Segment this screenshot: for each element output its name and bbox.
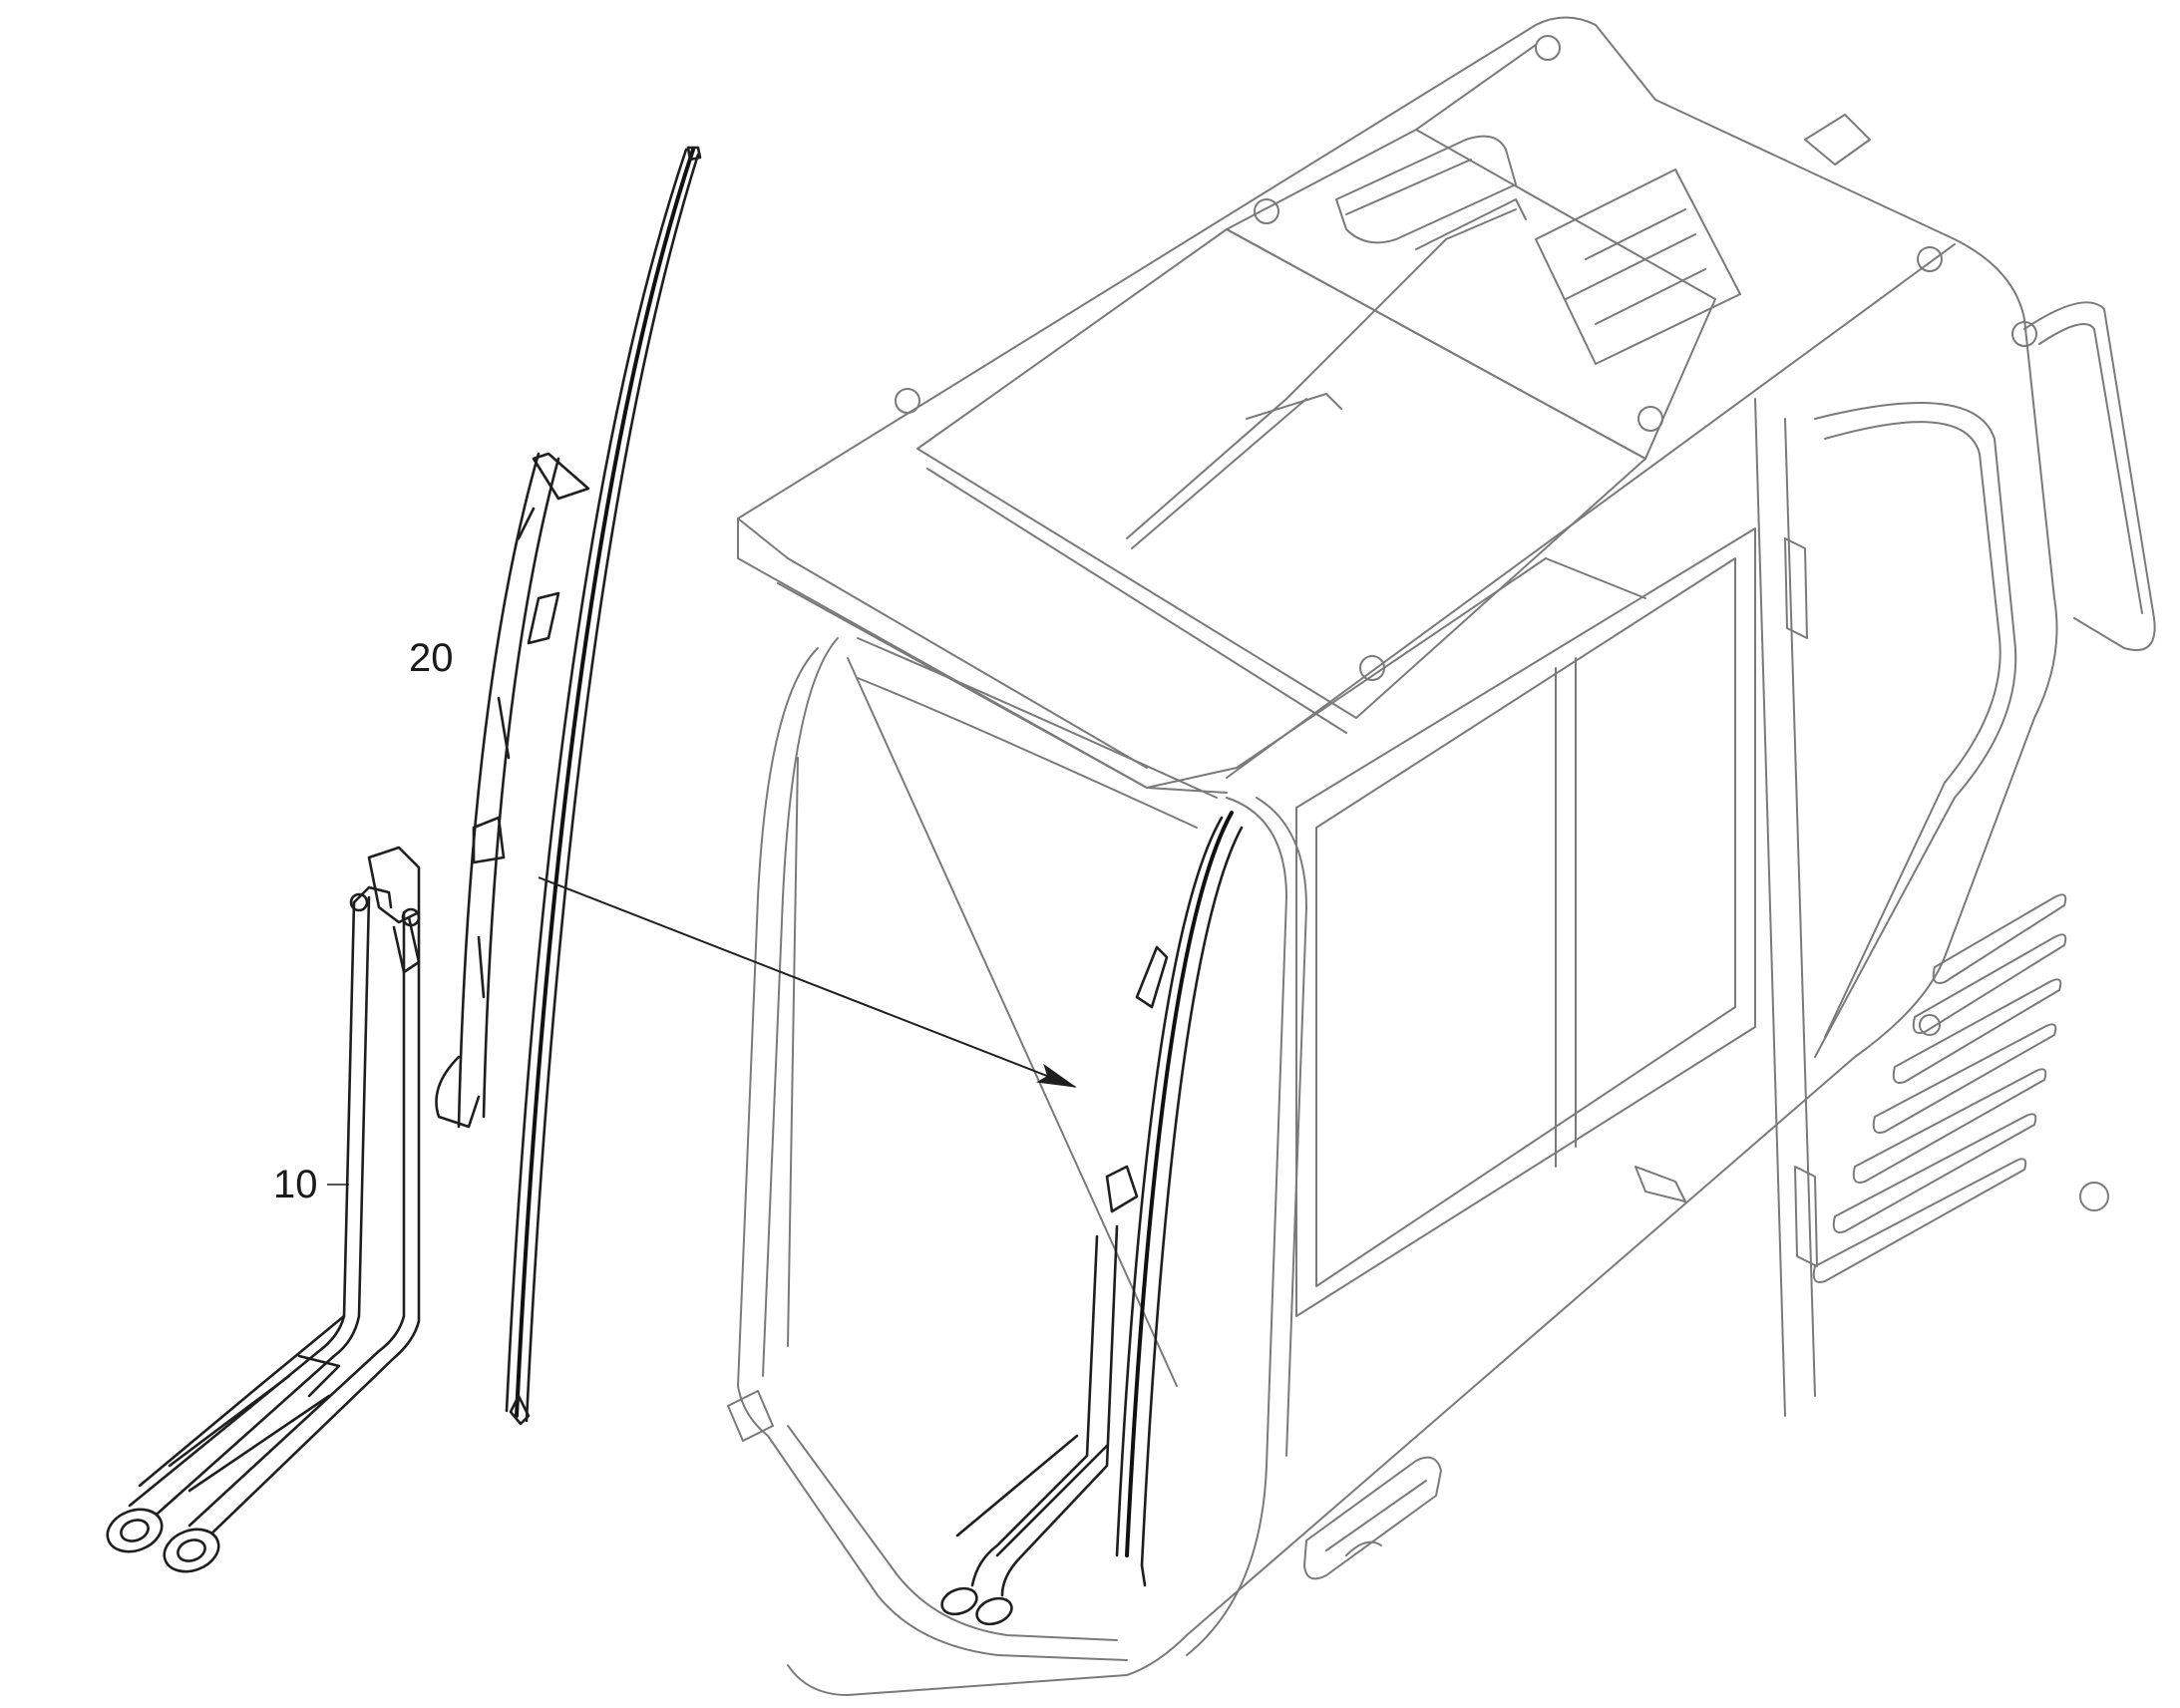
operator-cab [727, 16, 2156, 1696]
callout-wiper-blade: 20 [409, 636, 454, 680]
callout-wiper-arm: 10 [273, 1163, 318, 1206]
wiper-blade-part [435, 146, 702, 1426]
mounted-wiper-assembly [940, 811, 1244, 1626]
arrow-right-down-icon [538, 876, 1077, 1088]
wiper-arm-part [106, 846, 421, 1573]
